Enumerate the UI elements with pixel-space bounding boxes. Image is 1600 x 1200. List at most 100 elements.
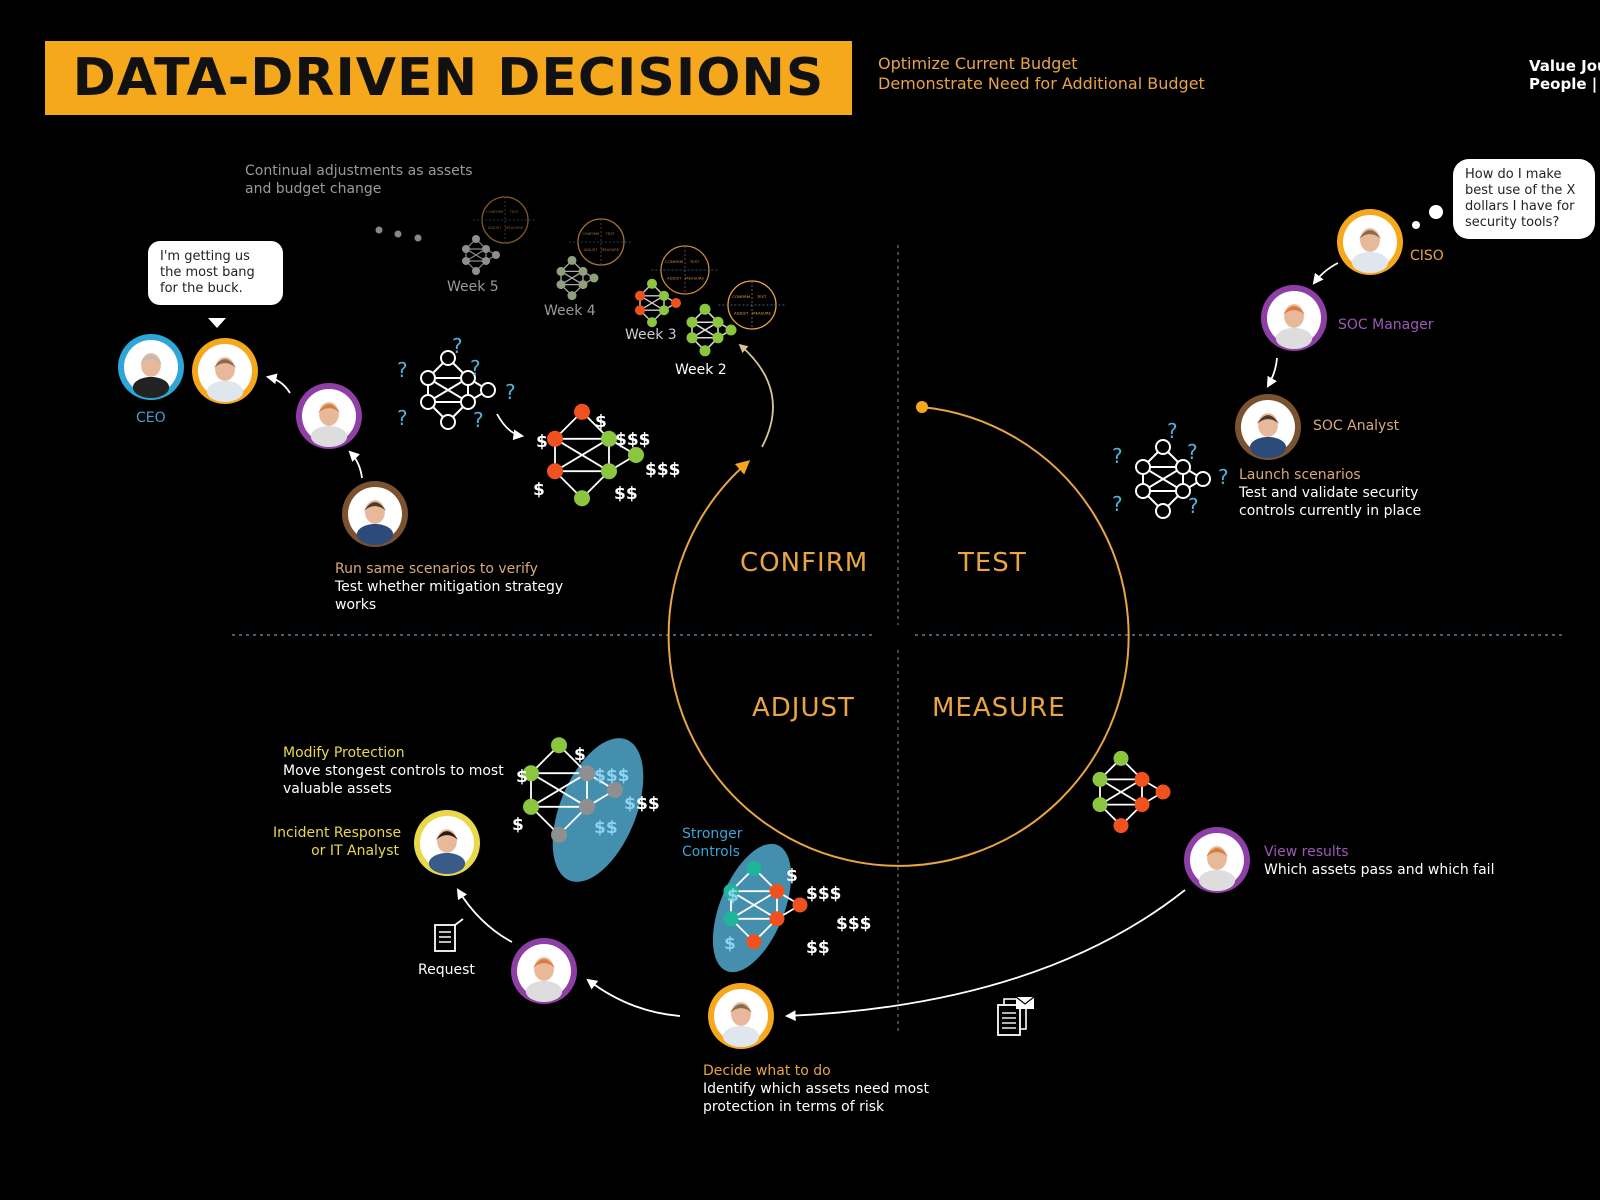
mini-quadrant-label: ADJUST (734, 311, 749, 316)
avatar-soc-analyst-top-left (342, 481, 408, 547)
corner-label-line-1: Value Jour (1529, 57, 1600, 75)
network-node (551, 827, 567, 843)
decide-heading: Decide what to do (703, 1062, 831, 1080)
mini-quadrant-label: TEST (509, 210, 520, 214)
launch-scenarios-line-1: Test and validate security (1239, 484, 1418, 502)
thought-dots (208, 205, 1443, 328)
question-mark: ? (1187, 440, 1198, 464)
avatar-shirt (1352, 252, 1388, 273)
network-node (635, 305, 645, 315)
network-node (601, 463, 617, 479)
mini-quadrant-label: CONFIRM (582, 232, 599, 236)
question-mark: ? (1112, 492, 1123, 516)
money-label: $$$ (806, 884, 842, 904)
verify-line-1: Test whether mitigation strategy (335, 578, 563, 596)
network-node (579, 765, 595, 781)
network-node (770, 911, 785, 926)
question-mark: ? (1112, 444, 1123, 468)
continual-caption-line-1: Continual adjustments as assets (245, 162, 473, 180)
network-node (461, 395, 475, 409)
stronger-controls-line-1: Stronger (682, 825, 743, 843)
mini-cycle-icons: CONFIRMTESTADJUSTMEASURECONFIRMTESTADJUS… (473, 197, 786, 329)
money-label: $ (512, 815, 524, 835)
network-node (1093, 772, 1108, 787)
money-label: $ (536, 432, 548, 452)
mini-quadrant-label: CONFIRM (665, 259, 683, 264)
avatar-shirt (133, 377, 169, 398)
soc-analyst-label: SOC Analyst (1313, 417, 1399, 435)
modify-protection-line-2: valuable assets (283, 780, 392, 798)
avatar-analyst-results (1184, 827, 1250, 893)
network-node (700, 345, 711, 356)
mini-quadrant-label: TEST (756, 294, 767, 299)
avatar-shirt (723, 1026, 759, 1047)
network-node (726, 325, 737, 336)
ceo-label: CEO (136, 409, 166, 427)
network-node (1135, 772, 1150, 787)
network-node (547, 463, 563, 479)
money-label: $$ (614, 484, 638, 504)
cycle-arc (669, 345, 1129, 866)
avatar-shirt (207, 381, 243, 402)
week-5-label: Week 5 (447, 278, 499, 296)
mini-quadrant-label: MEASURE (601, 248, 620, 252)
week-4-label: Week 4 (544, 302, 596, 320)
verify-heading: Run same scenarios to verify (335, 560, 538, 578)
avatar-soc-analyst (1235, 394, 1301, 460)
network-node (713, 317, 724, 328)
subtitle-line-1: Optimize Current Budget (878, 54, 1078, 73)
verify-line-2: works (335, 596, 376, 614)
network-node (579, 267, 588, 276)
avatar-shirt (1250, 437, 1286, 458)
avatar-incident-responder (414, 810, 480, 876)
question-mark: ? (505, 380, 516, 404)
mini-quadrant-label: CONFIRM (486, 210, 503, 214)
network-node (713, 332, 724, 343)
mini-quadrant-label: CONFIRM (732, 294, 750, 299)
week-3-label: Week 3 (625, 326, 677, 344)
mini-quadrant-label: TEST (689, 259, 700, 264)
week-2-cycle-icon: CONFIRM TEST ADJUSTMEASURE (718, 281, 785, 329)
money-label: $ (574, 745, 586, 765)
question-mark: ? (473, 408, 484, 432)
network-node (579, 280, 588, 289)
network-node (568, 291, 577, 300)
week-4-cycle-icon: CONFIRMTESTADJUSTMEASURE (569, 219, 633, 265)
network-node (747, 934, 762, 949)
money-label: $$$ (836, 914, 872, 934)
network-node (421, 371, 435, 385)
launch-scenarios-line-2: controls currently in place (1239, 502, 1421, 520)
avatar-shirt (1276, 328, 1312, 349)
network-node (659, 305, 669, 315)
avatar-ciso-decide (708, 983, 774, 1049)
continual-caption-line-2: and budget change (245, 180, 381, 198)
results-network (1093, 751, 1171, 833)
avatar-shirt (429, 853, 465, 874)
modify-protection-line-1: Move stongest controls to most (283, 762, 504, 780)
mini-quadrant-label: ADJUST (667, 276, 682, 281)
network-node (687, 317, 698, 328)
network-node (770, 884, 785, 899)
money-label: $$$ (594, 766, 630, 786)
network-node (574, 404, 590, 420)
network-node (574, 490, 590, 506)
question-mark: ? (1167, 419, 1178, 443)
quadrant-adjust: ADJUST (752, 693, 855, 723)
network-node (547, 431, 563, 447)
network-node (1114, 818, 1129, 833)
network-node (472, 267, 480, 275)
network-node (462, 257, 470, 265)
request-label: Request (418, 961, 475, 979)
mini-quadrant-label: MEASURE (752, 311, 771, 316)
week-5-cycle-icon: CONFIRMTESTADJUSTMEASURE (473, 197, 537, 243)
report-mail-icon (998, 997, 1034, 1035)
avatar-shirt (526, 981, 562, 1002)
week-4-network (557, 256, 599, 300)
question-mark: ? (470, 356, 481, 380)
avatar-ciso (1337, 209, 1403, 275)
network-node (635, 291, 645, 301)
question-mark: ? (452, 334, 463, 358)
